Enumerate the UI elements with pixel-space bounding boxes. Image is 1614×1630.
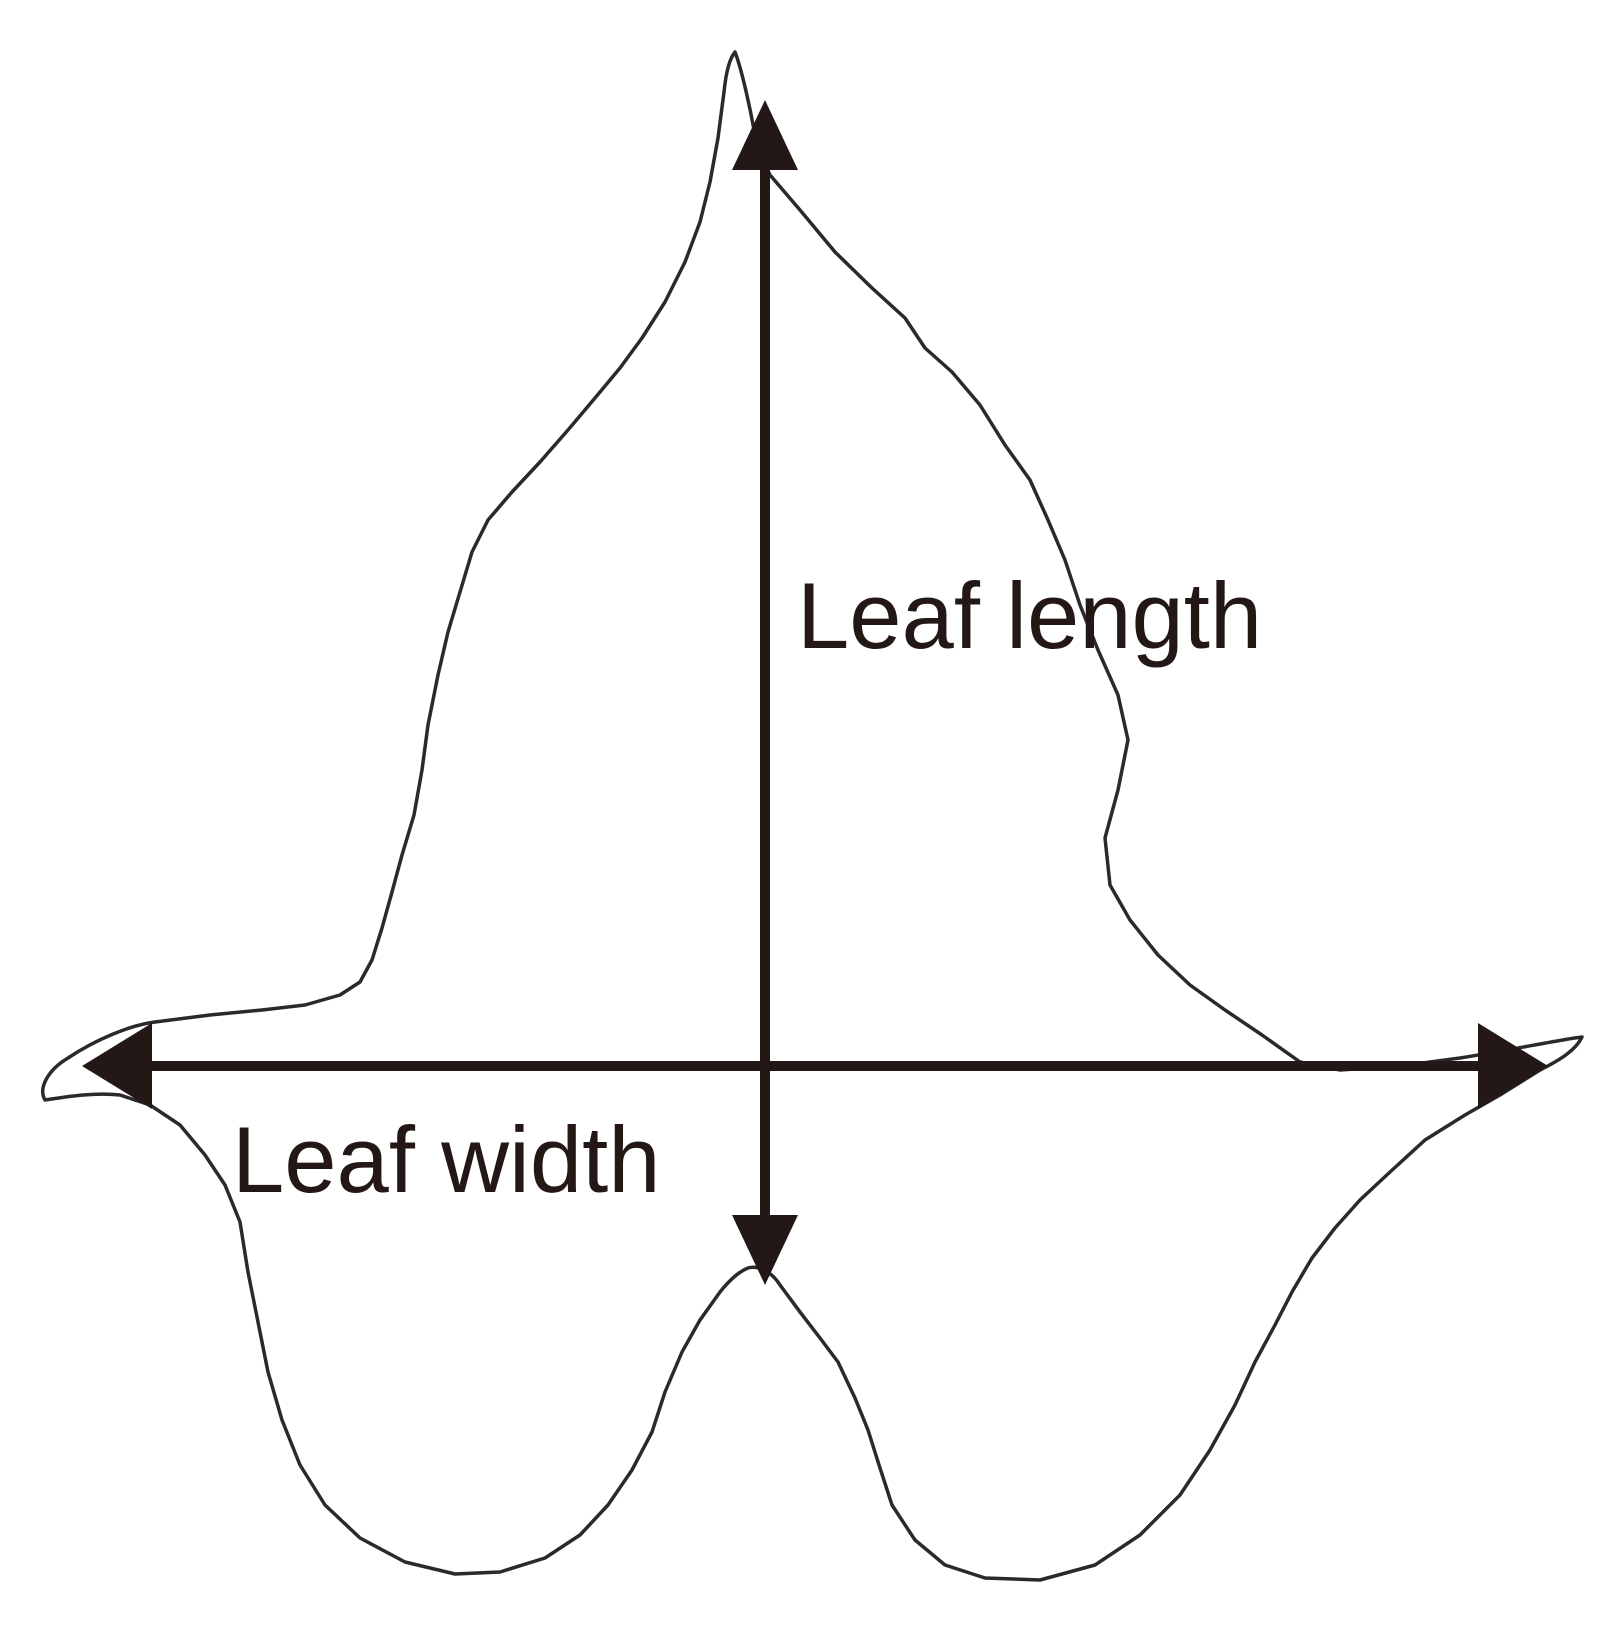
width-arrow-head-right (1478, 1023, 1548, 1109)
length-arrow-head-bottom (732, 1215, 798, 1285)
leaf-width-label: Leaf width (232, 1107, 661, 1212)
leaf-length-label: Leaf length (797, 563, 1262, 668)
width-arrow-head-left (82, 1023, 152, 1109)
length-arrow-head-top (732, 100, 798, 170)
leaf-outline (41, 50, 1584, 1582)
